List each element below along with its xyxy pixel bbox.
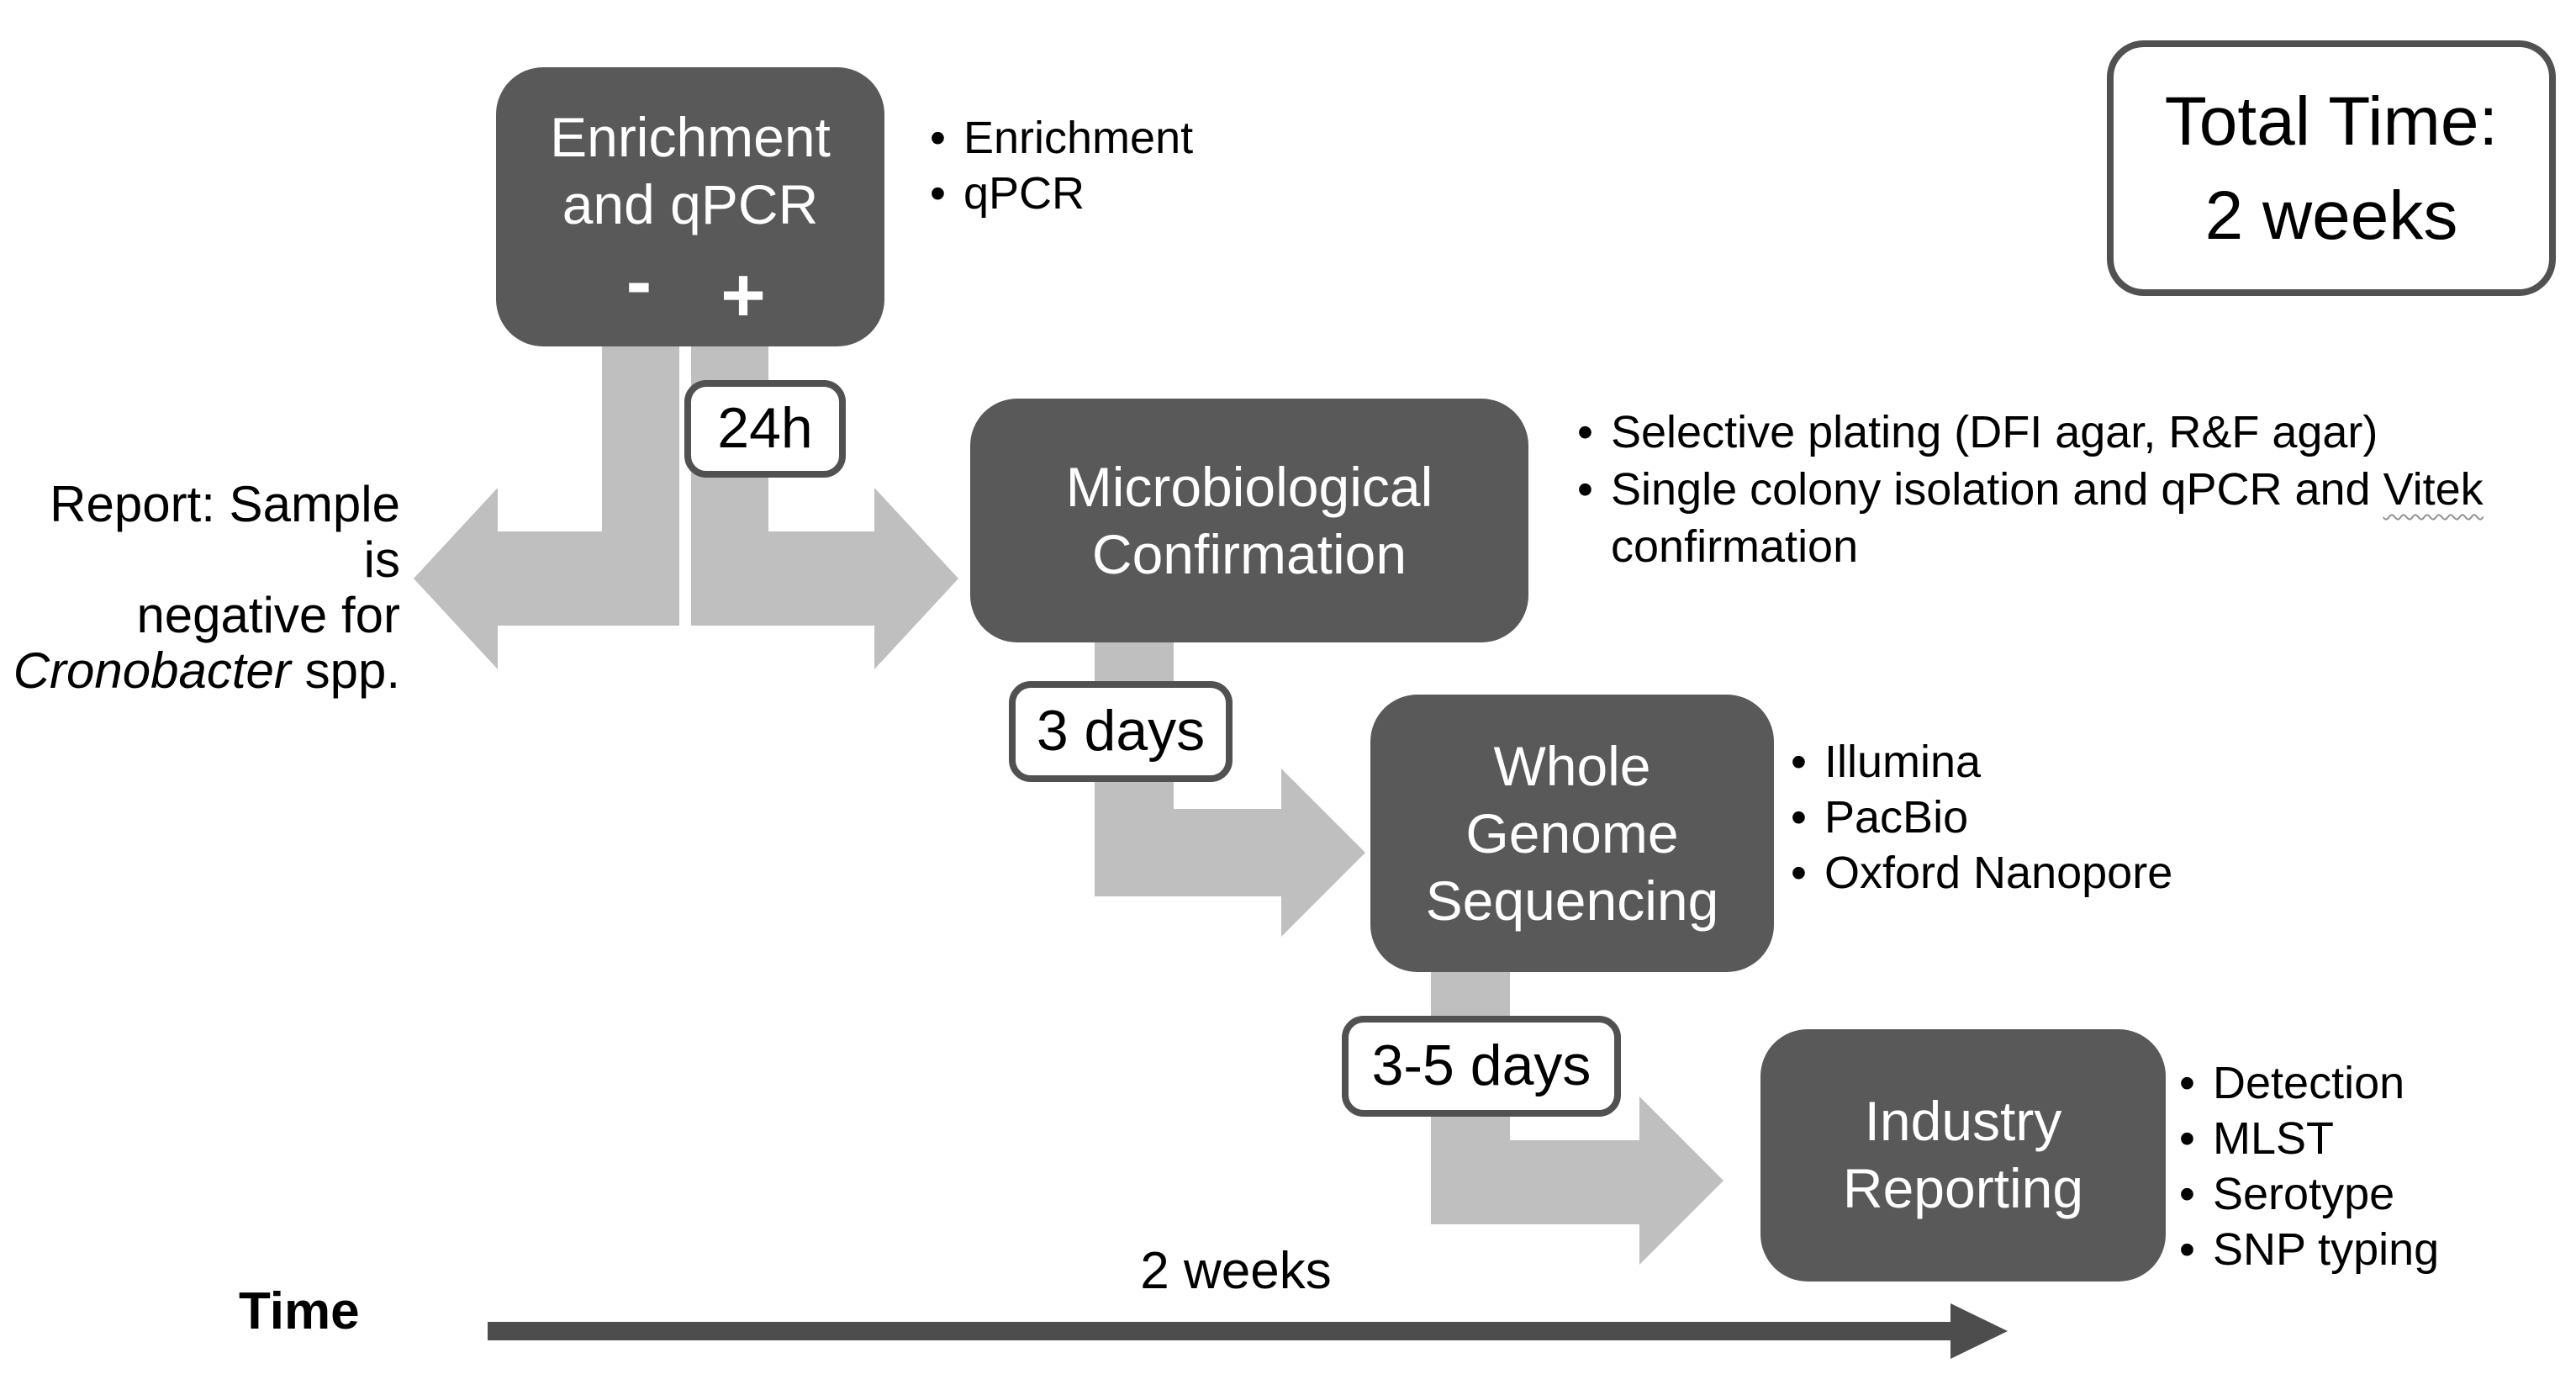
timeline-bar xyxy=(488,1322,1957,1340)
bullet-dot-icon: • xyxy=(1791,737,1807,787)
stage-title-line: Reporting xyxy=(1842,1157,2084,1219)
bullet-text: SNP typing xyxy=(2213,1224,2440,1275)
report-line: Report: Sample is xyxy=(50,478,400,589)
bullet-item: • Single colony isolation and qPCR and Vi… xyxy=(1577,461,2484,575)
bullet-item: • Selective plating (DFI agar, R&F agar) xyxy=(1577,404,2484,461)
bullet-text: MLST xyxy=(2213,1113,2335,1164)
timeline-arrowhead xyxy=(1950,1303,2008,1359)
stage-title-line: Sequencing xyxy=(1425,869,1719,931)
bullet-item: • Detection xyxy=(2179,1056,2439,1112)
bullet-item: • SNP typing xyxy=(2179,1223,2439,1278)
bullet-dot-icon: • xyxy=(2179,1113,2195,1164)
total-time-box: Total Time: 2 weeks xyxy=(2107,40,2556,296)
report-line: negative for xyxy=(136,589,400,644)
stage-title-line: Microbiological xyxy=(1065,455,1433,517)
duration-label-3-5days: 3-5 days xyxy=(1342,1016,1621,1117)
bullet-text: qPCR xyxy=(963,168,1085,219)
duration-label-24h: 24h xyxy=(684,380,846,478)
bullet-text: Enrichment xyxy=(963,113,1194,163)
duration-label-3days: 3 days xyxy=(1009,681,1233,782)
bullet-item: • Illumina xyxy=(1791,735,2172,790)
stage-industry-reporting: Industry Reporting xyxy=(1760,1029,2166,1282)
bullet-dot-icon: • xyxy=(1791,848,1807,898)
reporting-bullet-list: • Detection • MLST • Serotype • SNP typing xyxy=(2179,1056,2439,1278)
timeline-arrow xyxy=(488,1303,2008,1359)
report-line-rest: spp. xyxy=(290,644,400,700)
bullet-dot-icon: • xyxy=(2179,1224,2195,1275)
negative-branch-arrow xyxy=(414,343,679,669)
stage-title-line: Genome xyxy=(1465,801,1679,864)
stage-title-line: Enrichment xyxy=(550,106,831,168)
timeline-axis-label: Time xyxy=(239,1282,360,1340)
connector-35days-stub xyxy=(1431,965,1510,1023)
bullet-dot-icon: • xyxy=(1791,792,1807,843)
report-line: Cronobacter spp. xyxy=(0,644,400,700)
connector-3days-stub xyxy=(1095,636,1174,686)
species-name-italic: Cronobacter xyxy=(13,644,291,700)
negative-result-sign: - xyxy=(626,237,652,325)
stage-title-line: and qPCR xyxy=(562,173,819,235)
bullet-text: Oxford Nanopore xyxy=(1824,848,2173,898)
bullet-dot-icon: • xyxy=(2179,1058,2195,1108)
total-time-line: 2 weeks xyxy=(2204,177,2458,254)
stage-microbiological-confirmation: Microbiological Confirmation xyxy=(970,399,1528,642)
stage-title-line: Whole xyxy=(1493,734,1651,796)
bullet-text: Serotype xyxy=(2213,1169,2395,1219)
bullet-item: • Oxford Nanopore xyxy=(1791,846,2172,901)
negative-report-text: Report: Sample is negative for Cronobact… xyxy=(0,478,400,700)
enrichment-bullet-list: • Enrichment • qPCR xyxy=(930,111,1193,222)
positive-result-sign: + xyxy=(721,251,766,338)
spellcheck-underlined-word: Vitek xyxy=(2383,464,2484,515)
bullet-item: • Enrichment xyxy=(930,111,1193,166)
bullet-item: • PacBio xyxy=(1791,790,2172,846)
bullet-dot-icon: • xyxy=(1577,464,1593,515)
arrow-3days-elbow xyxy=(1095,769,1365,937)
bullet-item: • qPCR xyxy=(930,166,1193,222)
stage-whole-genome-sequencing: Whole Genome Sequencing xyxy=(1370,695,1774,972)
stage-title-line: Confirmation xyxy=(1091,522,1407,584)
confirmation-bullet-list: •Selective plating (DFI agar, R&F agar)•… xyxy=(1577,404,2484,575)
timeline-duration-label: 2 weeks xyxy=(1140,1241,1332,1300)
sequencing-bullet-list: • Illumina • PacBio • Oxford Nanopore xyxy=(1791,735,2172,901)
bullet-item: • Serotype xyxy=(2179,1167,2439,1223)
bullet-text: Selective plating (DFI agar, R&F agar) xyxy=(1611,407,2378,457)
bullet-item: • MLST xyxy=(2179,1112,2439,1167)
bullet-dot-icon: • xyxy=(1577,407,1593,457)
total-time-line: Total Time: xyxy=(2164,82,2499,160)
bullet-text: Illumina xyxy=(1824,737,1982,787)
arrow-35days-elbow xyxy=(1431,1097,1723,1265)
stage-enrichment-qpcr: Enrichment and qPCR - + xyxy=(496,67,884,346)
bullet-dot-icon: • xyxy=(2179,1169,2195,1219)
stage-title-line: Industry xyxy=(1864,1090,2062,1152)
bullet-text: Single colony isolation and qPCR and Vit… xyxy=(1611,464,2484,572)
bullet-text: PacBio xyxy=(1824,792,1969,843)
bullet-text: Detection xyxy=(2213,1058,2405,1108)
bullet-dot-icon: • xyxy=(930,113,946,163)
bullet-dot-icon: • xyxy=(930,168,946,219)
